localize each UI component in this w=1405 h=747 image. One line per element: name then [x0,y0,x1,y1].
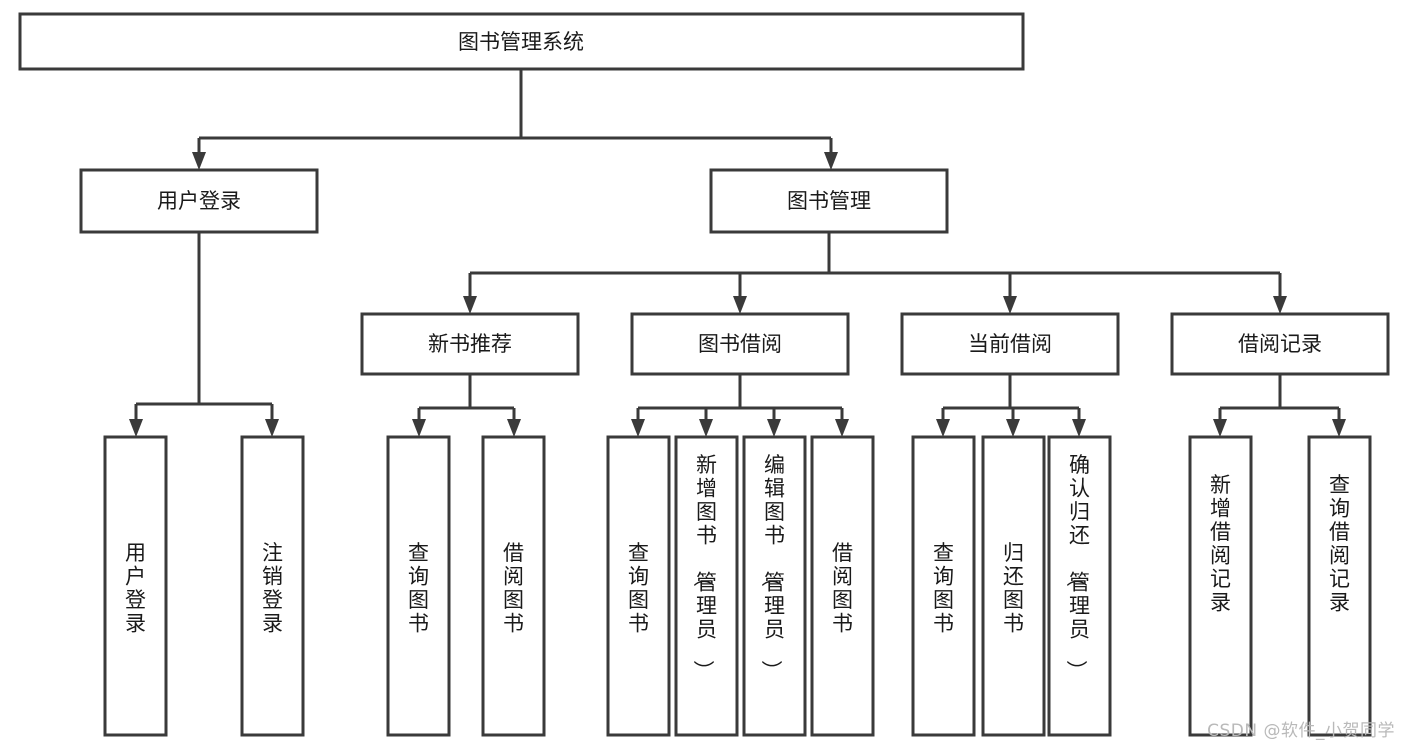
node-book-borrow[interactable]: 图书借阅 [630,312,850,376]
node-new-book-recommend[interactable]: 新书推荐 [360,312,580,376]
node-borrow-record-label: 借阅记录 [1238,332,1322,356]
watermark: CSDN @软件_小贺同学 [1207,721,1395,741]
leaf-node-box[interactable] [674,435,739,737]
arrowhead-newbook [463,296,477,314]
connector-group-borrowbook [631,374,849,437]
leaf-node[interactable]: 新增图书（管理员） [674,435,739,737]
leaf-node[interactable]: 查询图书 [386,435,451,737]
leaf-node-label: 确认归还（管理员） [1064,453,1090,681]
connector-group-book-mgmt [463,232,1287,314]
connector-group-newbook [412,374,521,437]
leaf-node-box[interactable] [386,435,451,737]
connector-group-user-login [129,232,279,437]
arrowhead-borrowrecord-c2 [1332,419,1346,437]
arrowhead-userlogin-c2 [265,419,279,437]
leaf-node-layer: 用户登录 注销登录 查询图书 借阅图书 查询图书 新增图书（管理员） 编辑图书（管理员） 借阅… [103,435,1372,737]
arrowhead-userlogin-c1 [129,419,143,437]
arrowhead-newbook-c1 [412,419,426,437]
leaf-node-label: 用户登录 [125,541,146,636]
node-book-management-box[interactable] [709,168,949,234]
arrowhead-currentborrow-c2 [1006,419,1020,437]
arrowhead-currentborrow-c3 [1072,419,1086,437]
leaf-node-box[interactable] [1188,435,1253,737]
leaf-node-box[interactable] [1307,435,1372,737]
node-user-login-box[interactable] [79,168,319,234]
leaf-node-label: 查询图书 [933,541,954,636]
leaf-node[interactable]: 借阅图书 [810,435,875,737]
leaf-node-label: 归还图书 [1003,541,1024,636]
arrowhead-newbook-c2 [507,419,521,437]
leaf-node-box[interactable] [742,435,807,737]
leaf-node-label: 查询图书 [408,541,429,636]
leaf-node-label: 新增图书（管理员） [691,453,717,681]
node-book-borrow-box[interactable] [630,312,850,376]
arrowhead-borrowrecord [1273,296,1287,314]
arrowhead-borrowbook [733,296,747,314]
arrowhead-currentborrow [1003,296,1017,314]
leaf-node[interactable]: 查询图书 [606,435,671,737]
leaf-node-label: 借阅图书 [503,541,524,636]
leaf-node[interactable]: 借阅图书 [481,435,546,737]
leaf-node[interactable]: 查询借阅记录 [1307,435,1372,737]
leaf-node[interactable]: 确认归还（管理员） [1047,435,1112,737]
leaf-node-box[interactable] [103,435,168,737]
leaf-node[interactable]: 用户登录 [103,435,168,737]
leaf-node-box[interactable] [606,435,671,737]
arrowhead-currentborrow-c1 [936,419,950,437]
node-root[interactable]: 图书管理系统 [18,12,1025,71]
leaf-node[interactable]: 注销登录 [240,435,305,737]
leaf-node-box[interactable] [981,435,1046,737]
node-book-management-label: 图书管理 [787,189,871,213]
connector-group-borrowrecord [1213,374,1346,437]
arrowhead-borrowbook-c1 [631,419,645,437]
leaf-node-box[interactable] [911,435,976,737]
connector-group-root [192,69,838,170]
node-borrow-record[interactable]: 借阅记录 [1170,312,1390,376]
leaf-node[interactable]: 编辑图书（管理员） [742,435,807,737]
arrowhead-book-mgmt [824,152,838,170]
arrowhead-user-login [192,152,206,170]
leaf-node[interactable]: 查询图书 [911,435,976,737]
leaf-node-box[interactable] [1047,435,1112,737]
node-new-book-recommend-label: 新书推荐 [428,332,512,356]
leaf-node-box[interactable] [481,435,546,737]
node-user-login[interactable]: 用户登录 [79,168,319,234]
leaf-node-box[interactable] [810,435,875,737]
node-root-label: 图书管理系统 [458,30,584,54]
node-current-borrow-label: 当前借阅 [968,332,1052,356]
node-user-login-label: 用户登录 [157,189,241,213]
leaf-node-label: 借阅图书 [832,541,853,636]
leaf-node-label: 新增借阅记录 [1210,473,1231,615]
node-current-borrow-box[interactable] [900,312,1120,376]
node-root-box[interactable] [18,12,1025,71]
leaf-node[interactable]: 归还图书 [981,435,1046,737]
node-new-book-recommend-box[interactable] [360,312,580,376]
node-book-management[interactable]: 图书管理 [709,168,949,234]
leaf-node-label: 注销登录 [262,541,283,636]
leaf-node[interactable]: 新增借阅记录 [1188,435,1253,737]
leaf-node-label: 查询图书 [628,541,649,636]
node-book-borrow-label: 图书借阅 [698,332,782,356]
arrowhead-borrowbook-c4 [835,419,849,437]
node-borrow-record-box[interactable] [1170,312,1390,376]
leaf-node-label: 查询借阅记录 [1329,473,1350,615]
leaf-node-box[interactable] [240,435,305,737]
arrowhead-borrowbook-c3 [767,419,781,437]
arrowhead-borrowrecord-c1 [1213,419,1227,437]
node-current-borrow[interactable]: 当前借阅 [900,312,1120,376]
leaf-node-label: 编辑图书（管理员） [759,453,785,681]
arrowhead-borrowbook-c2 [699,419,713,437]
connector-group-currentborrow [936,374,1086,437]
